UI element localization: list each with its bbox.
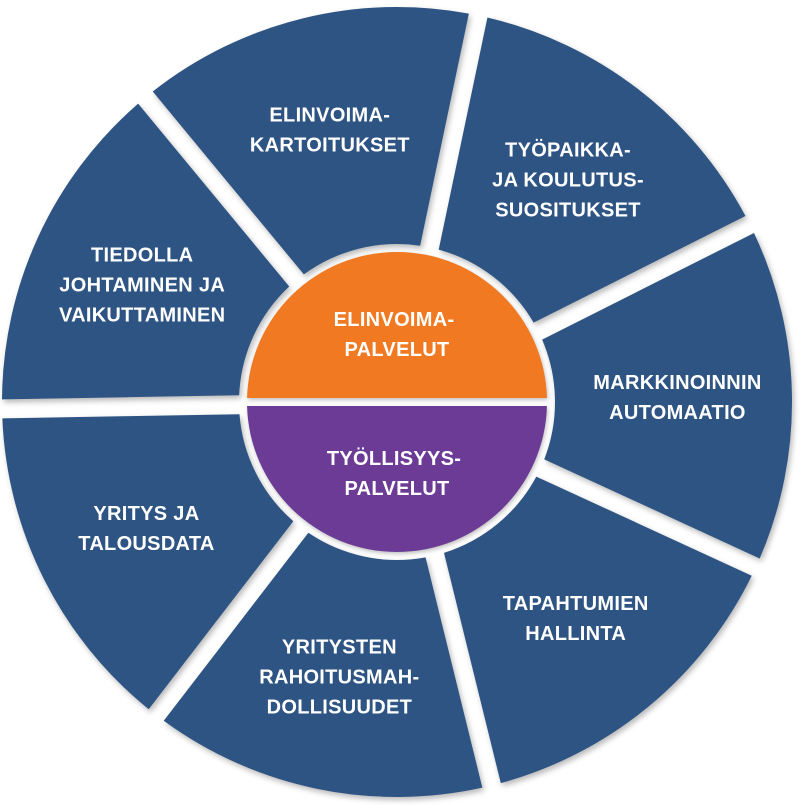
segment-label-line: TIEDOLLA bbox=[91, 245, 193, 267]
center-hub: ELINVOIMA- PALVELUT TYÖLLISYYS- PALVELUT bbox=[247, 252, 547, 552]
segment-label-line: AUTOMAATIO bbox=[609, 402, 746, 424]
segment-label-line: YRITYS JA bbox=[93, 503, 199, 525]
segment-label-line: KARTOITUKSET bbox=[250, 135, 410, 157]
segment-shape bbox=[438, 17, 746, 323]
center-top-label-line: ELINVOIMA- bbox=[334, 309, 455, 331]
segment-shape bbox=[443, 476, 752, 784]
segment-label-line: TYÖPAIKKA- bbox=[505, 139, 631, 162]
segment-shape bbox=[163, 532, 483, 797]
segment-label-line: JOHTAMINEN JA bbox=[59, 275, 225, 297]
segment-elinvoimakartoitukset: ELINVOIMA- KARTOITUKSET bbox=[152, 6, 469, 275]
segment-label-line: ELINVOIMA- bbox=[269, 105, 390, 127]
center-bottom-half bbox=[247, 406, 547, 552]
segment-label: ELINVOIMA- KARTOITUKSET bbox=[250, 105, 410, 157]
segment-label-line: SUOSITUKSET bbox=[495, 200, 641, 222]
segment-shape bbox=[152, 6, 469, 275]
segment-shape bbox=[542, 232, 792, 559]
center-top-half bbox=[247, 252, 547, 398]
segment-label-line: JA KOULUTUS- bbox=[492, 170, 644, 192]
segment-label: TAPAHTUMIEN HALLINTA bbox=[503, 593, 649, 645]
segment-label: TYÖPAIKKA- JA KOULUTUS- SUOSITUKSET bbox=[492, 139, 644, 222]
segment-label: YRITYS JA TALOUSDATA bbox=[78, 503, 214, 555]
segment-label: TIEDOLLA JOHTAMINEN JA VAIKUTTAMINEN bbox=[59, 245, 225, 327]
center-bottom-label: TYÖLLISYYS- PALVELUT bbox=[327, 447, 467, 500]
segment-yritysten: YRITYSTEN RAHOITUSMAH- DOLLISUUDET bbox=[163, 532, 483, 797]
center-top-label-line: PALVELUT bbox=[345, 339, 450, 361]
center-top-label: ELINVOIMA- PALVELUT bbox=[334, 309, 461, 361]
segment-label-line: VAIKUTTAMINEN bbox=[59, 305, 225, 327]
segment-label: MARKKINOINNIN AUTOMAATIO bbox=[593, 372, 761, 424]
segment-yritys: YRITYS JA TALOUSDATA bbox=[2, 414, 294, 710]
center-bottom-label-line: PALVELUT bbox=[345, 478, 450, 500]
segment-tapahtumien: TAPAHTUMIEN HALLINTA bbox=[443, 476, 752, 784]
segment-label-line: TAPAHTUMIEN bbox=[503, 593, 649, 615]
segment-label-line: TALOUSDATA bbox=[78, 533, 214, 555]
segment-label: YRITYSTEN RAHOITUSMAH- DOLLISUUDET bbox=[259, 637, 419, 719]
segment-label-line: HALLINTA bbox=[525, 623, 626, 645]
segment-tyopaikka: TYÖPAIKKA- JA KOULUTUS- SUOSITUKSET bbox=[438, 17, 746, 323]
segment-label-line: RAHOITUSMAH- bbox=[259, 667, 419, 689]
center-bottom-label-line: TYÖLLISYYS- bbox=[327, 447, 461, 470]
segment-label-line: MARKKINOINNIN bbox=[593, 372, 761, 394]
segment-shape bbox=[2, 414, 294, 710]
segment-markkinoinnin: MARKKINOINNIN AUTOMAATIO bbox=[542, 232, 792, 559]
segments-layer: TIEDOLLA JOHTAMINEN JA VAIKUTTAMINEN ELINVO… bbox=[2, 6, 792, 797]
segment-label-line: DOLLISUUDET bbox=[267, 697, 413, 719]
segment-tiedolla: TIEDOLLA JOHTAMINEN JA VAIKUTTAMINEN bbox=[2, 103, 290, 400]
segment-label-line: YRITYSTEN bbox=[282, 637, 397, 659]
segment-shape bbox=[2, 103, 290, 400]
